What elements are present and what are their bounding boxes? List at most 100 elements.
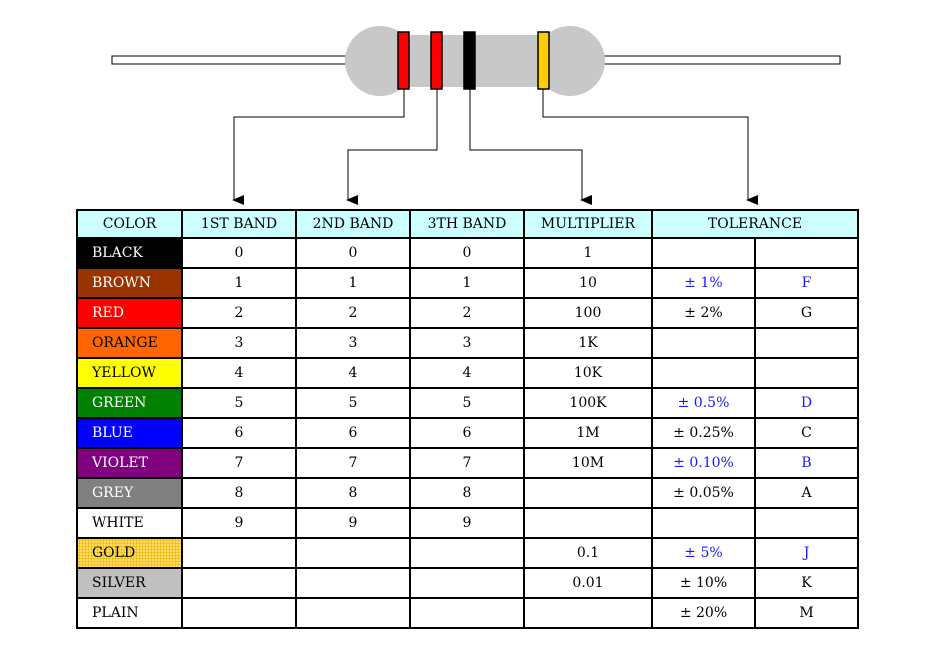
table-row: BLACK 0 0 0 1 (76, 237, 859, 269)
band2-cell (295, 597, 411, 629)
band2-cell: 8 (295, 477, 411, 509)
header-band-1: 1ST BAND (181, 209, 297, 239)
band2-cell (295, 567, 411, 599)
table-row: WHITE 9 9 9 (76, 507, 859, 539)
tolerance-code-cell: G (754, 297, 859, 329)
band1-cell: 8 (181, 477, 297, 509)
tolerance-code-cell (754, 357, 859, 389)
color-swatch-cell: PLAIN (76, 597, 183, 629)
band2-cell: 3 (295, 327, 411, 359)
tolerance-cell: ± 0.25% (651, 417, 756, 449)
multiplier-cell: 10K (523, 357, 653, 389)
band3-cell (409, 537, 525, 569)
band-1-connector (232, 89, 405, 205)
resistor-band-3 (463, 31, 476, 90)
color-swatch-cell: WHITE (76, 507, 183, 539)
resistor-lead-right (597, 55, 841, 65)
band1-cell: 9 (181, 507, 297, 539)
tolerance-code-cell: B (754, 447, 859, 479)
band1-cell: 2 (181, 297, 297, 329)
band3-cell: 4 (409, 357, 525, 389)
band2-cell: 0 (295, 237, 411, 269)
band2-cell (295, 537, 411, 569)
band3-cell: 0 (409, 237, 525, 269)
band1-cell: 6 (181, 417, 297, 449)
band1-cell: 4 (181, 357, 297, 389)
band3-cell: 6 (409, 417, 525, 449)
band1-cell: 0 (181, 237, 297, 269)
band2-cell: 5 (295, 387, 411, 419)
tolerance-code-cell (754, 327, 859, 359)
tolerance-cell: ± 0.10% (651, 447, 756, 479)
tolerance-cell: ± 5% (651, 537, 756, 569)
resistor-lead-left (111, 55, 353, 65)
tolerance-code-cell: M (754, 597, 859, 629)
color-code-table: COLOR 1ST BAND 2ND BAND 3TH BAND MULTIPL… (76, 209, 859, 629)
tolerance-cell (651, 507, 756, 539)
header-band-3: 3TH BAND (409, 209, 525, 239)
table-row: YELLOW 4 4 4 10K (76, 357, 859, 389)
tolerance-cell: ± 1% (651, 267, 756, 299)
multiplier-cell (523, 597, 653, 629)
table-row: BROWN 1 1 1 10 ± 1% F (76, 267, 859, 299)
table-row: BLUE 6 6 6 1M ± 0.25% C (76, 417, 859, 449)
band1-cell: 3 (181, 327, 297, 359)
table-row: SILVER 0.01 ± 10% K (76, 567, 859, 599)
band2-cell: 4 (295, 357, 411, 389)
band1-cell (181, 537, 297, 569)
multiplier-cell: 0.1 (523, 537, 653, 569)
band3-cell: 7 (409, 447, 525, 479)
color-swatch-cell: VIOLET (76, 447, 183, 479)
band3-cell: 9 (409, 507, 525, 539)
color-swatch-cell: GOLD (76, 537, 183, 569)
band-4-connector (542, 89, 758, 205)
color-swatch-cell: ORANGE (76, 327, 183, 359)
band3-cell (409, 597, 525, 629)
tolerance-code-cell (754, 237, 859, 269)
color-swatch-cell: BLACK (76, 237, 183, 269)
tolerance-code-cell: F (754, 267, 859, 299)
color-swatch-cell: YELLOW (76, 357, 183, 389)
band1-cell: 5 (181, 387, 297, 419)
tolerance-code-cell: K (754, 567, 859, 599)
multiplier-cell: 1K (523, 327, 653, 359)
tolerance-code-cell: C (754, 417, 859, 449)
header-band-2: 2ND BAND (295, 209, 411, 239)
band3-cell: 1 (409, 267, 525, 299)
resistor-band-1 (397, 31, 410, 90)
multiplier-cell: 0.01 (523, 567, 653, 599)
band-3-connector (469, 89, 592, 205)
multiplier-cell: 1 (523, 237, 653, 269)
tolerance-cell (651, 357, 756, 389)
multiplier-cell: 1M (523, 417, 653, 449)
tolerance-cell (651, 237, 756, 269)
header-multiplier: MULTIPLIER (523, 209, 653, 239)
table-row: GREY 8 8 8 ± 0.05% A (76, 477, 859, 509)
band1-cell: 7 (181, 447, 297, 479)
band2-cell: 7 (295, 447, 411, 479)
band3-cell: 2 (409, 297, 525, 329)
multiplier-cell: 10 (523, 267, 653, 299)
band2-cell: 9 (295, 507, 411, 539)
multiplier-cell: 100K (523, 387, 653, 419)
tolerance-cell: ± 2% (651, 297, 756, 329)
multiplier-cell (523, 507, 653, 539)
tolerance-code-cell: A (754, 477, 859, 509)
band2-cell: 2 (295, 297, 411, 329)
table-row: GREEN 5 5 5 100K ± 0.5% D (76, 387, 859, 419)
tolerance-code-cell: D (754, 387, 859, 419)
band1-cell (181, 567, 297, 599)
resistor-band-2 (430, 31, 443, 90)
tolerance-code-cell: J (754, 537, 859, 569)
resistor-band-4 (537, 31, 550, 90)
tolerance-cell: ± 0.05% (651, 477, 756, 509)
header-color: COLOR (76, 209, 183, 239)
tolerance-cell: ± 0.5% (651, 387, 756, 419)
band3-cell: 8 (409, 477, 525, 509)
band1-cell (181, 597, 297, 629)
multiplier-cell (523, 477, 653, 509)
multiplier-cell: 100 (523, 297, 653, 329)
color-swatch-cell: BROWN (76, 267, 183, 299)
band3-cell: 3 (409, 327, 525, 359)
header-tolerance: TOLERANCE (651, 209, 859, 239)
